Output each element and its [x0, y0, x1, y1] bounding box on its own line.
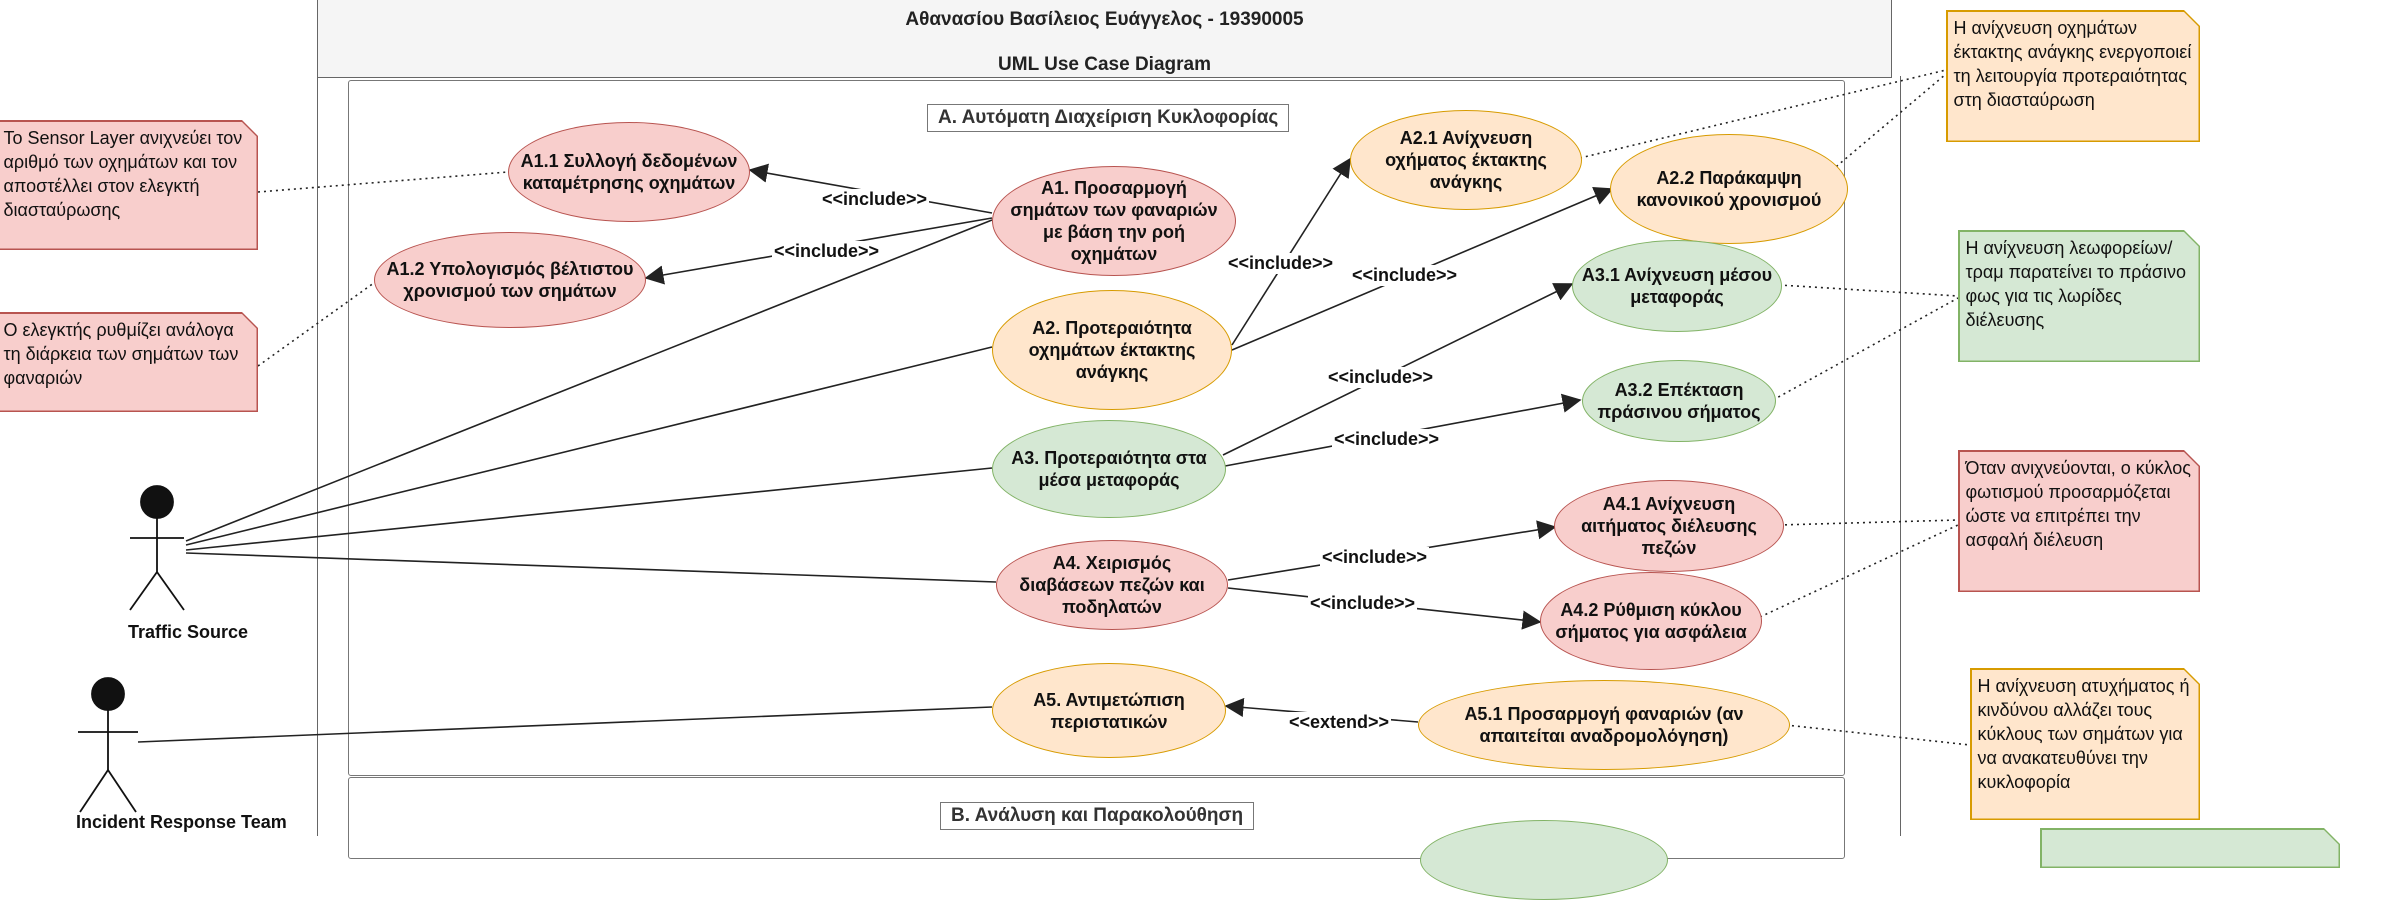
author-title: Αθανασίου Βασίλειος Ευάγγελος - 19390005 [905, 9, 1304, 30]
diagram-frame [317, 76, 1901, 836]
note-sensor-text: Το Sensor Layer ανιχνεύει τον αριθμό των… [0, 122, 257, 249]
package-a-title: Α. Αυτόματη Διαχείριση Κυκλοφορίας [927, 104, 1290, 132]
assoc-traffic-a3 [185, 467, 993, 551]
actor-incident-team-icon[interactable] [70, 670, 150, 820]
include-label-a4-1: <<include>> [1320, 547, 1430, 568]
use-case-a4-2[interactable]: Α4.2 Ρύθμιση κύκλου σήματος για ασφάλεια [1540, 572, 1762, 670]
actor-traffic-source-icon[interactable] [120, 480, 200, 620]
note-incident-text: Η ανίχνευση ατυχήματος ή κινδύνου αλλάζε… [1972, 670, 2199, 819]
note-link-ped-a [1778, 519, 1959, 526]
note-link-transit-a [1778, 284, 1959, 297]
package-b-title: Β. Ανάλυση και Παρακολούθηση [940, 802, 1255, 830]
include-label-a2-1: <<include>> [1226, 253, 1336, 274]
use-case-a2-2[interactable]: Α2.2 Παράκαμψη κανονικού χρονισμού [1610, 134, 1848, 244]
note-link-transit-b [1772, 297, 1959, 401]
connector-layer [137, 69, 1971, 746]
assoc-incident-a5 [137, 706, 993, 743]
note-link-controller [257, 279, 379, 367]
use-case-b-partial[interactable] [1420, 820, 1668, 900]
note-controller: Ο ελεγκτής ρυθμίζει ανάλογα τη διάρκεια … [0, 312, 258, 412]
use-case-a3-2[interactable]: Α3.2 Επέκταση πράσινου σήματος [1582, 360, 1776, 442]
note-pedestrian-text: Όταν ανιχνεύονται, ο κύκλος φωτισμού προ… [1960, 452, 2199, 591]
use-case-a4[interactable]: Α4. Χειρισμός διαβάσεων πεζών και ποδηλα… [996, 540, 1228, 630]
include-label-a1-2: <<include>> [772, 241, 882, 262]
assoc-traffic-a1 [185, 219, 993, 542]
note-link-ped-b [1759, 524, 1959, 618]
note-link-sensor [257, 171, 509, 193]
note-emergency-text: Η ανίχνευση οχημάτων έκτακτης ανάγκης εν… [1948, 12, 2199, 141]
include-a2-a2-1 [1231, 157, 1351, 346]
use-case-a3-1[interactable]: Α3.1 Ανίχνευση μέσου μεταφοράς [1572, 240, 1782, 332]
include-label-a4-2: <<include>> [1308, 593, 1418, 614]
actor-incident-team-label: Incident Response Team [76, 812, 287, 832]
note-controller-text: Ο ελεγκτής ρυθμίζει ανάλογα τη διάρκεια … [0, 314, 257, 411]
diagram-header: Αθανασίου Βασίλειος Ευάγγελος - 19390005… [317, 0, 1892, 78]
use-case-a1[interactable]: Α1. Προσαρμογή σημάτων των φαναριών με β… [992, 166, 1236, 276]
note-transit-text: Η ανίχνευση λεωφορείων/τραμ παρατείνει τ… [1960, 232, 2199, 361]
include-label-a3-2: <<include>> [1332, 429, 1442, 450]
include-label-a2-2: <<include>> [1350, 265, 1460, 286]
use-case-a1-2[interactable]: Α1.2 Υπολογισμός βέλτιστου χρονισμού των… [374, 232, 646, 328]
note-link-incident [1785, 724, 1971, 746]
assoc-traffic-a4 [185, 552, 997, 583]
use-case-a5[interactable]: Α5. Αντιμετώπιση περιστατικών [992, 663, 1226, 758]
use-case-a5-1[interactable]: Α5.1 Προσαρμογή φαναριών (αν απαιτείται … [1418, 680, 1790, 770]
include-label-a1-1: <<include>> [820, 189, 930, 210]
actor-traffic-source-label: Traffic Source [128, 622, 249, 642]
use-case-a1-1[interactable]: Α1.1 Συλλογή δεδομένων καταμέτρησης οχημ… [508, 122, 750, 222]
note-link-emergency-b [1817, 73, 1947, 183]
use-case-a3[interactable]: Α3. Προτεραιότητα στα μέσα μεταφοράς [992, 420, 1226, 518]
assoc-traffic-a2 [185, 346, 993, 546]
note-transit: Η ανίχνευση λεωφορείων/τραμ παρατείνει τ… [1958, 230, 2200, 362]
note-pedestrian: Όταν ανιχνεύονται, ο κύκλος φωτισμού προ… [1958, 450, 2200, 592]
note-link-emergency-a [1579, 69, 1947, 159]
package-a-frame [348, 80, 1845, 776]
note-sensor: Το Sensor Layer ανιχνεύει τον αριθμό των… [0, 120, 258, 250]
note-partial-bottom [2040, 828, 2340, 868]
use-case-a2[interactable]: Α2. Προτεραιότητα οχημάτων έκτακτης ανάγ… [992, 290, 1232, 410]
use-case-a2-1[interactable]: Α2.1 Ανίχνευση οχήματος έκτακτης ανάγκης [1350, 110, 1582, 210]
diagram-type-title: UML Use Case Diagram [998, 54, 1211, 75]
note-partial-bottom-fill [2042, 830, 2339, 867]
note-emergency: Η ανίχνευση οχημάτων έκτακτης ανάγκης εν… [1946, 10, 2200, 142]
note-incident: Η ανίχνευση ατυχήματος ή κινδύνου αλλάζε… [1970, 668, 2200, 820]
include-label-a3-1: <<include>> [1326, 367, 1436, 388]
extend-label-a5: <<extend>> [1287, 712, 1392, 733]
use-case-a4-1[interactable]: Α4.1 Ανίχνευση αιτήματος διέλευσης πεζών [1554, 480, 1784, 572]
